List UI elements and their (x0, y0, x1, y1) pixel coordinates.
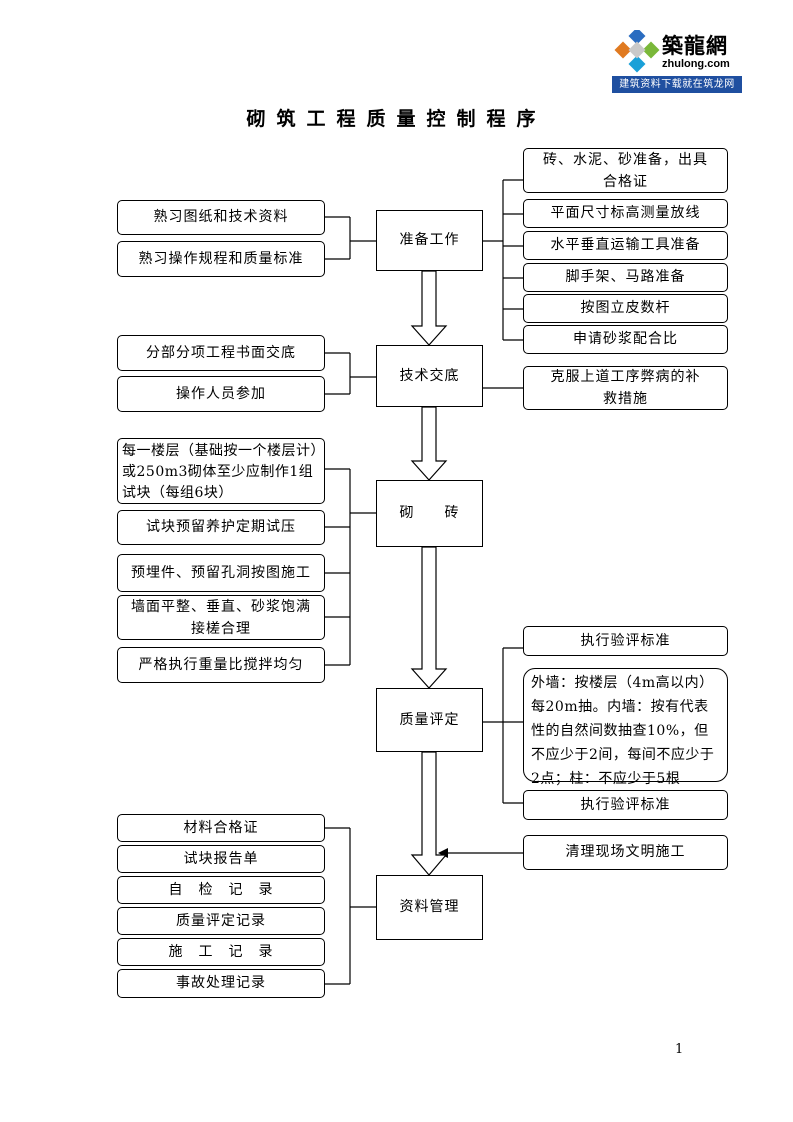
brick-left-item: 预埋件、预留孔洞按图施工 (117, 554, 325, 592)
page-number: 1 (675, 1042, 684, 1057)
logo-mark-icon (614, 30, 660, 73)
prep-right-item: 申请砂浆配合比 (523, 325, 728, 354)
prep-right-item: 按图立皮数杆 (523, 294, 728, 323)
records-left-item: 材料合格证 (117, 814, 325, 842)
prep-right-item: 砖、水泥、砂准备，出具合格证 (523, 148, 728, 193)
records-left-item: 试块报告单 (117, 845, 325, 873)
prep-right-item: 脚手架、马路准备 (523, 263, 728, 292)
cleanup-item: 清理现场文明施工 (523, 835, 728, 870)
step-bricklaying: 砌 砖 (376, 480, 483, 547)
prep-left-item: 熟习操作规程和质量标准 (117, 241, 325, 277)
step-technical-briefing: 技术交底 (376, 345, 483, 407)
records-left-item: 事故处理记录 (117, 969, 325, 998)
brick-left-item: 墙面平整、垂直、砂浆饱满接槎合理 (117, 595, 325, 640)
prep-left-item: 熟习图纸和技术资料 (117, 200, 325, 235)
quality-right-item: 执行验评标准 (523, 790, 728, 820)
brick-left-item: 试块预留养护定期试压 (117, 510, 325, 545)
prep-right-item: 水平垂直运输工具准备 (523, 231, 728, 260)
step-records-management: 资料管理 (376, 875, 483, 940)
tech-left-item: 操作人员参加 (117, 376, 325, 412)
page-title: 砌筑工程质量控制程序 (246, 108, 547, 130)
logo-url: zhulong.com (662, 58, 730, 70)
tech-left-item: 分部分项工程书面交底 (117, 335, 325, 371)
brick-left-item: 每一楼层（基础按一个楼层计）或250m3砌体至少应制作1组试块（每组6块） (117, 438, 325, 504)
records-left-item: 施 工 记 录 (117, 938, 325, 966)
logo-slogan: 建筑资料下载就在筑龙网 (612, 76, 742, 93)
records-left-item: 自 检 记 录 (117, 876, 325, 904)
records-left-item: 质量评定记录 (117, 907, 325, 935)
step-preparation: 准备工作 (376, 210, 483, 271)
prep-right-item: 平面尺寸标高测量放线 (523, 199, 728, 228)
step-quality-assessment: 质量评定 (376, 688, 483, 752)
logo-brand: 築龍網 (662, 33, 728, 58)
brick-left-item: 严格执行重量比搅拌均匀 (117, 647, 325, 683)
quality-right-item: 执行验评标准 (523, 626, 728, 656)
quality-right-item: 外墙：按楼层（4m高以内）每20m抽。内墙：按有代表性的自然间数抽查10%，但不… (523, 668, 728, 787)
tech-right-item: 克服上道工序弊病的补救措施 (523, 366, 728, 410)
zhulong-logo: 築龍網 zhulong.com 建筑资料下载就在筑龙网 (612, 28, 742, 94)
